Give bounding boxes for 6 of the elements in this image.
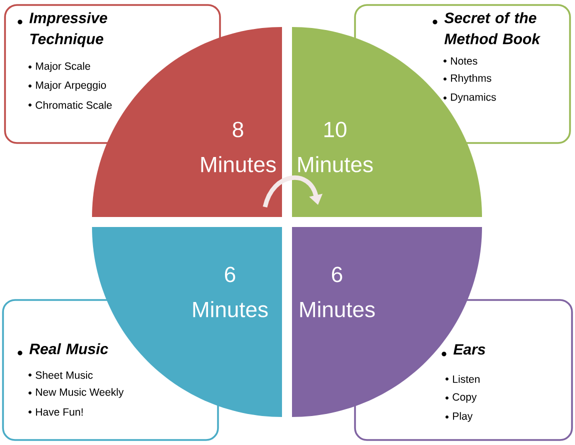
list-item: Notes: [451, 57, 478, 65]
list-item: Copy: [452, 393, 477, 403]
list-item: Listen: [453, 375, 480, 383]
list-item: Have Fun!: [36, 408, 83, 416]
list-item: Major Scale: [36, 62, 90, 72]
list-item: Sheet Music: [36, 371, 93, 379]
